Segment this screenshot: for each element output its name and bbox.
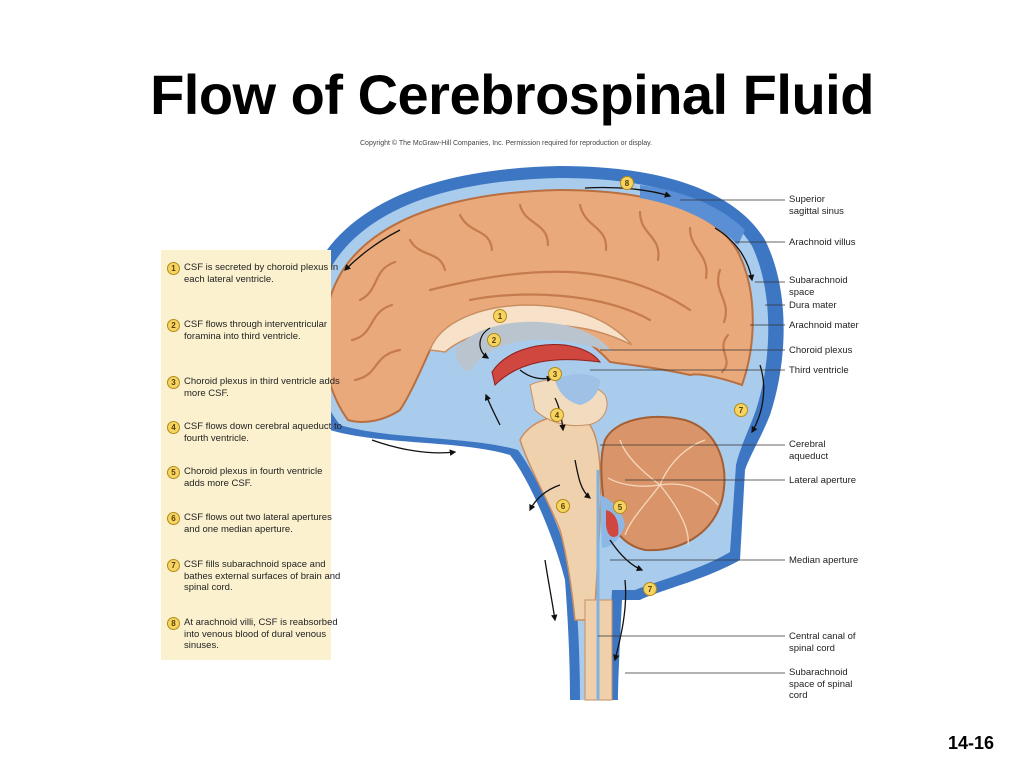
step-number-badge: 8 [167,617,180,630]
label-superior-sagittal-sinus: Superior sagittal sinus [789,194,844,217]
marker-7b: 7 [648,585,653,594]
label-central-canal: Central canal of spinal cord [789,631,856,654]
superior-sagittal-sinus-shape [640,185,745,245]
step-text: Choroid plexus in third ventricle adds m… [184,376,340,399]
label-lateral-aperture: Lateral aperture [789,475,857,486]
flow-arrows [316,186,765,662]
step-number-badge: 5 [167,466,180,479]
label-dura-mater: Dura mater [789,300,837,311]
slide-title: Flow of Cerebrospinal Fluid [150,63,874,126]
marker-1: 1 [498,312,503,321]
step-number-badge: 3 [167,376,180,389]
label-median-aperture: Median aperture [789,555,859,566]
marker-7a: 7 [739,406,744,415]
step-text: CSF flows down cerebral aqueduct to four… [184,421,342,444]
step-text: CSF fills subarachnoid space and bathes … [184,559,341,593]
marker-2: 2 [492,336,497,345]
label-subarachnoid-space: Subarachnoid space [789,275,848,298]
step-number-badge: 4 [167,421,180,434]
step-text: Choroid plexus in fourth ventricle adds … [184,466,323,489]
label-cerebral-aqueduct: Cerebral aqueduct [789,439,829,462]
marker-5: 5 [618,503,623,512]
marker-6: 6 [561,502,566,511]
gyri-lines [350,203,730,382]
third-ventricle-shape [555,374,600,405]
copyright-notice: Copyright © The McGraw-Hill Companies, I… [360,140,653,147]
step-number-badge: 1 [167,262,180,275]
label-arachnoid-mater: Arachnoid mater [789,320,859,331]
step-number-badge: 7 [167,559,180,572]
step-text: CSF flows out two lateral apertures and … [184,512,332,535]
brainstem [519,415,602,621]
label-subarachnoid-space-spinal: Subarachnoid space of spinal cord [789,667,853,701]
step-text: CSF flows through interventricular foram… [184,319,328,342]
diagram-markers: 1 2 3 4 5 6 7 7 8 [487,176,748,596]
label-choroid-plexus: Choroid plexus [789,345,853,356]
leader-lines [590,199,785,674]
marker-4: 4 [555,411,560,420]
step-text: CSF is secreted by choroid plexus in eac… [184,262,339,285]
marker-8: 8 [625,179,630,188]
marker-3: 3 [553,370,558,379]
cerebellum [600,416,726,552]
steps-panel: 1 CSF is secreted by choroid plexus in e… [161,250,342,660]
step-text: At arachnoid villi, CSF is reabsorbed in… [184,617,338,651]
step-number-badge: 2 [167,319,180,332]
step-number-badge: 6 [167,512,180,525]
fourth-ventricle-choroid-plexus [606,510,619,537]
cerebellum-folia [607,439,719,546]
slide-number: 14-16 [947,733,994,753]
choroid-plexus [491,343,602,386]
label-third-ventricle: Third ventricle [789,365,849,376]
label-arachnoid-villus: Arachnoid villus [789,237,856,248]
